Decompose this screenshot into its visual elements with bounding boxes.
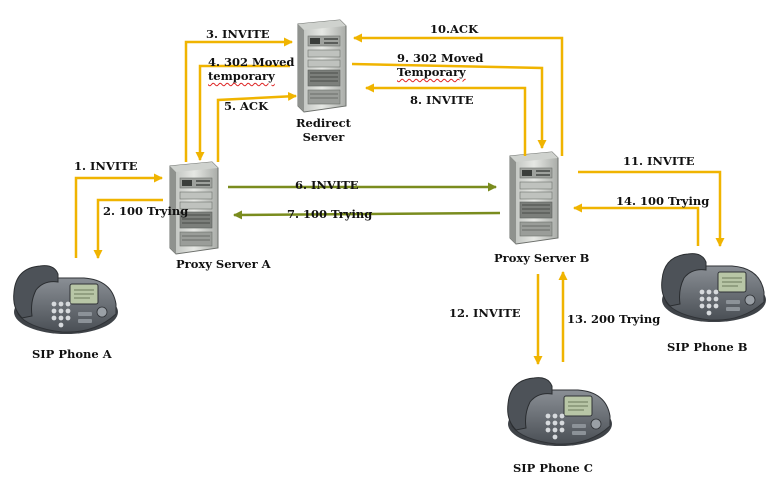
message-9-label-line1: 9. 302 Moved: [397, 51, 484, 65]
message-11-label: 11. INVITE: [623, 154, 695, 168]
redirect-server-icon: [297, 19, 347, 113]
message-8-label: 8. INVITE: [410, 93, 474, 107]
sip-phone-c-label: SIP Phone C: [513, 461, 593, 475]
message-5-label: 5. ACK: [224, 99, 269, 113]
sip-phone-a-label: SIP Phone A: [32, 347, 112, 361]
message-1-label: 1. INVITE: [74, 159, 138, 173]
message-13-label: 13. 200 Trying: [567, 312, 661, 326]
arrow-4-302-moved: [195, 64, 290, 161]
message-12-label: 12. INVITE: [449, 306, 521, 320]
arrow-9-302-moved: [351, 62, 547, 149]
message-14-label: 14. 100 Trying: [616, 194, 710, 208]
proxy-server-b-label: Proxy Server B: [494, 251, 590, 265]
message-2-label: 2. 100 Trying: [103, 204, 189, 218]
sip-phone-a-icon: [13, 265, 119, 335]
arrow-1-invite: [74, 173, 163, 258]
arrow-5-ack: [216, 91, 297, 162]
arrow-10-ack: [353, 33, 564, 156]
arrow-11-invite: [578, 170, 725, 247]
proxy-server-b-icon: [509, 151, 559, 245]
proxy-server-a-label: Proxy Server A: [176, 257, 271, 271]
arrow-7-100-trying: [233, 210, 501, 220]
message-9-label-line2: Temporary: [397, 65, 466, 79]
sip-phone-b-icon: [661, 253, 767, 323]
arrow-3-invite: [184, 37, 293, 162]
message-6-label: 6. INVITE: [295, 178, 359, 192]
arrow-8-invite: [365, 83, 527, 156]
message-3-label: 3. INVITE: [206, 27, 270, 41]
sip-phone-b-label: SIP Phone B: [667, 340, 748, 354]
message-10-label: 10.ACK: [430, 22, 479, 36]
redirect-server-label: Redirect Server: [296, 116, 351, 144]
sip-phone-c-icon: [507, 377, 613, 447]
arrow-2-100-trying: [93, 198, 163, 259]
message-7-label: 7. 100 Trying: [287, 207, 373, 221]
arrow-14-100-trying: [573, 203, 700, 246]
message-4-label-line2: temporary: [208, 69, 275, 83]
message-4-label-line1: 4. 302 Moved: [208, 55, 295, 69]
